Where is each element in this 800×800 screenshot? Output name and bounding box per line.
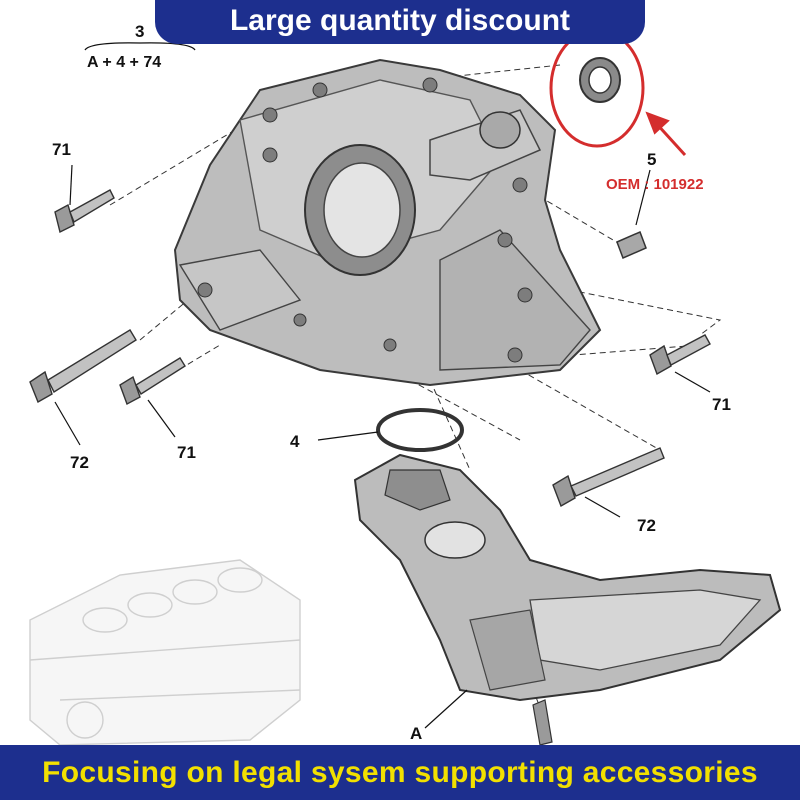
- bolt-72-right: [552, 447, 665, 518]
- label-formula-top: 3: [135, 22, 145, 41]
- label-bolt-72-b: 72: [637, 516, 656, 535]
- gasket-4: [317, 408, 464, 452]
- highlight-arrow: [645, 111, 687, 157]
- oil-seal-part: [579, 57, 621, 103]
- oil-pump-body: [173, 58, 602, 387]
- label-bolt-71-c: 71: [712, 395, 731, 414]
- label-strainer-a: A: [410, 724, 423, 743]
- bottom-banner: Focusing on legal sysem supporting acces…: [0, 745, 800, 800]
- formula-brace: [84, 42, 196, 51]
- label-formula-bottom: A + 4 + 74: [87, 54, 162, 71]
- oil-strainer-pickup: [353, 453, 782, 746]
- dowel-pin-5: [616, 169, 651, 260]
- engine-block-sketch: [29, 559, 301, 746]
- label-bolt-72-a: 72: [70, 453, 89, 472]
- label-gasket-4: 4: [290, 432, 300, 451]
- bolt-71-left: [54, 164, 115, 234]
- oem-number: OEM : 101922: [606, 176, 704, 193]
- bolt-71-center: [119, 357, 186, 438]
- label-bolt-71-b: 71: [177, 443, 196, 462]
- bolt-71-right: [649, 334, 711, 393]
- label-bolt-71-a: 71: [52, 140, 71, 159]
- top-banner: Large quantity discount: [155, 0, 645, 44]
- bolt-72-left: [29, 329, 137, 446]
- label-pin-5: 5: [647, 150, 657, 169]
